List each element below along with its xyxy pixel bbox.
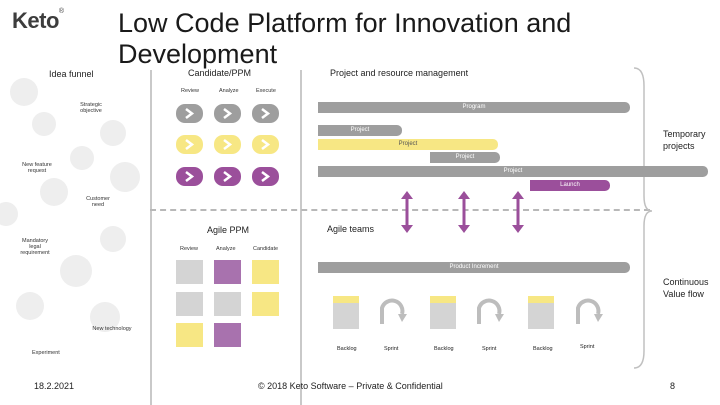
project-mgmt-label: Project and resource management [330,68,469,78]
idea-funnel-label: Idea funnel [49,69,94,79]
candidate-col-analyze: Analyze [219,88,239,94]
label-customer-need: Customer need [86,196,110,208]
agile-teams-label: Agile teams [327,224,375,234]
project-bar[interactable]: Project [430,152,500,163]
agile-col-candidate: Candidate [253,246,279,252]
idea-dot [0,202,18,226]
idea-dot [100,226,126,252]
backlog-card[interactable] [252,260,279,284]
backlog-stack [333,296,359,329]
idea-dot [100,120,126,146]
pipeline-item[interactable] [252,167,279,186]
agile-col-review: Review [180,246,199,252]
double-arrow-icon [401,191,413,233]
idea-dot [32,112,56,136]
backlog-card[interactable] [176,292,203,316]
idea-dot [90,302,120,332]
idea-dot [40,178,68,206]
sprint-caption: Sprint [580,344,595,350]
divider-dashed [150,209,650,211]
idea-dot [16,292,44,320]
pipeline-item[interactable] [176,135,203,154]
backlog-caption: Backlog [434,346,454,352]
bracket-shape [633,67,653,369]
backlog-stack [430,296,456,329]
project-bar[interactable]: Project [318,139,498,150]
pipeline-item[interactable] [176,104,203,123]
pipeline-item[interactable] [214,104,241,123]
idea-dot [70,146,94,170]
backlog-card[interactable] [214,292,241,316]
label-experiment: Experiment [32,350,60,356]
pipeline-item[interactable] [252,104,279,123]
page-title: Low Code Platform for Innovation and Dev… [118,8,572,69]
project-bar[interactable]: Project [318,166,708,177]
backlog-card[interactable] [176,260,203,284]
sprint-caption: Sprint [384,346,399,352]
backlog-card[interactable] [214,323,241,347]
project-bar[interactable]: Project [318,125,402,136]
label-new-tech: New technology [92,326,132,332]
program-bar[interactable]: Program [318,102,630,113]
footer-date: 18.2.2021 [34,381,75,391]
pipeline-item[interactable] [176,167,203,186]
backlog-card[interactable] [214,260,241,284]
candidate-col-execute: Execute [256,88,276,94]
temporary-projects-label: Temporary projects [663,129,706,151]
label-mandatory: Mandatory legal requirement [20,238,50,256]
page-number: 8 [670,381,676,391]
sprint-cycle-icon [380,298,407,324]
continuous-value-label: Continuous Value flow [663,277,709,299]
pipeline-item[interactable] [214,167,241,186]
backlog-card[interactable] [176,323,203,347]
candidate-ppm-label: Candidate/PPM [188,68,252,78]
pipeline-item[interactable] [252,135,279,154]
sprint-cycle-icon [477,298,504,324]
idea-dot [10,78,38,106]
agile-ppm-label: Agile PPM [207,225,250,235]
keto-logo: Keto® [12,8,64,33]
double-arrow-icon [512,191,524,233]
idea-dot [60,255,92,287]
idea-dot [110,162,140,192]
backlog-caption: Backlog [533,346,553,352]
sprint-caption: Sprint [482,346,497,352]
backlog-card[interactable] [252,292,279,316]
divider-right [300,70,302,405]
sprint-cycle-icon [576,298,603,324]
candidate-col-review: Review [181,88,200,94]
launch-bar[interactable]: Launch [530,180,610,191]
double-arrow-icon [458,191,470,233]
label-strategic: Strategic objective [80,102,102,114]
product-increment-bar[interactable]: Product Increment [318,262,630,273]
pipeline-item[interactable] [214,135,241,154]
label-new-feature: New feature request [22,162,52,174]
footer-copyright: © 2018 Keto Software – Private & Confide… [258,381,443,391]
backlog-stack [528,296,554,329]
agile-col-analyze: Analyze [216,246,236,252]
divider-left [150,70,152,405]
backlog-caption: Backlog [337,346,357,352]
